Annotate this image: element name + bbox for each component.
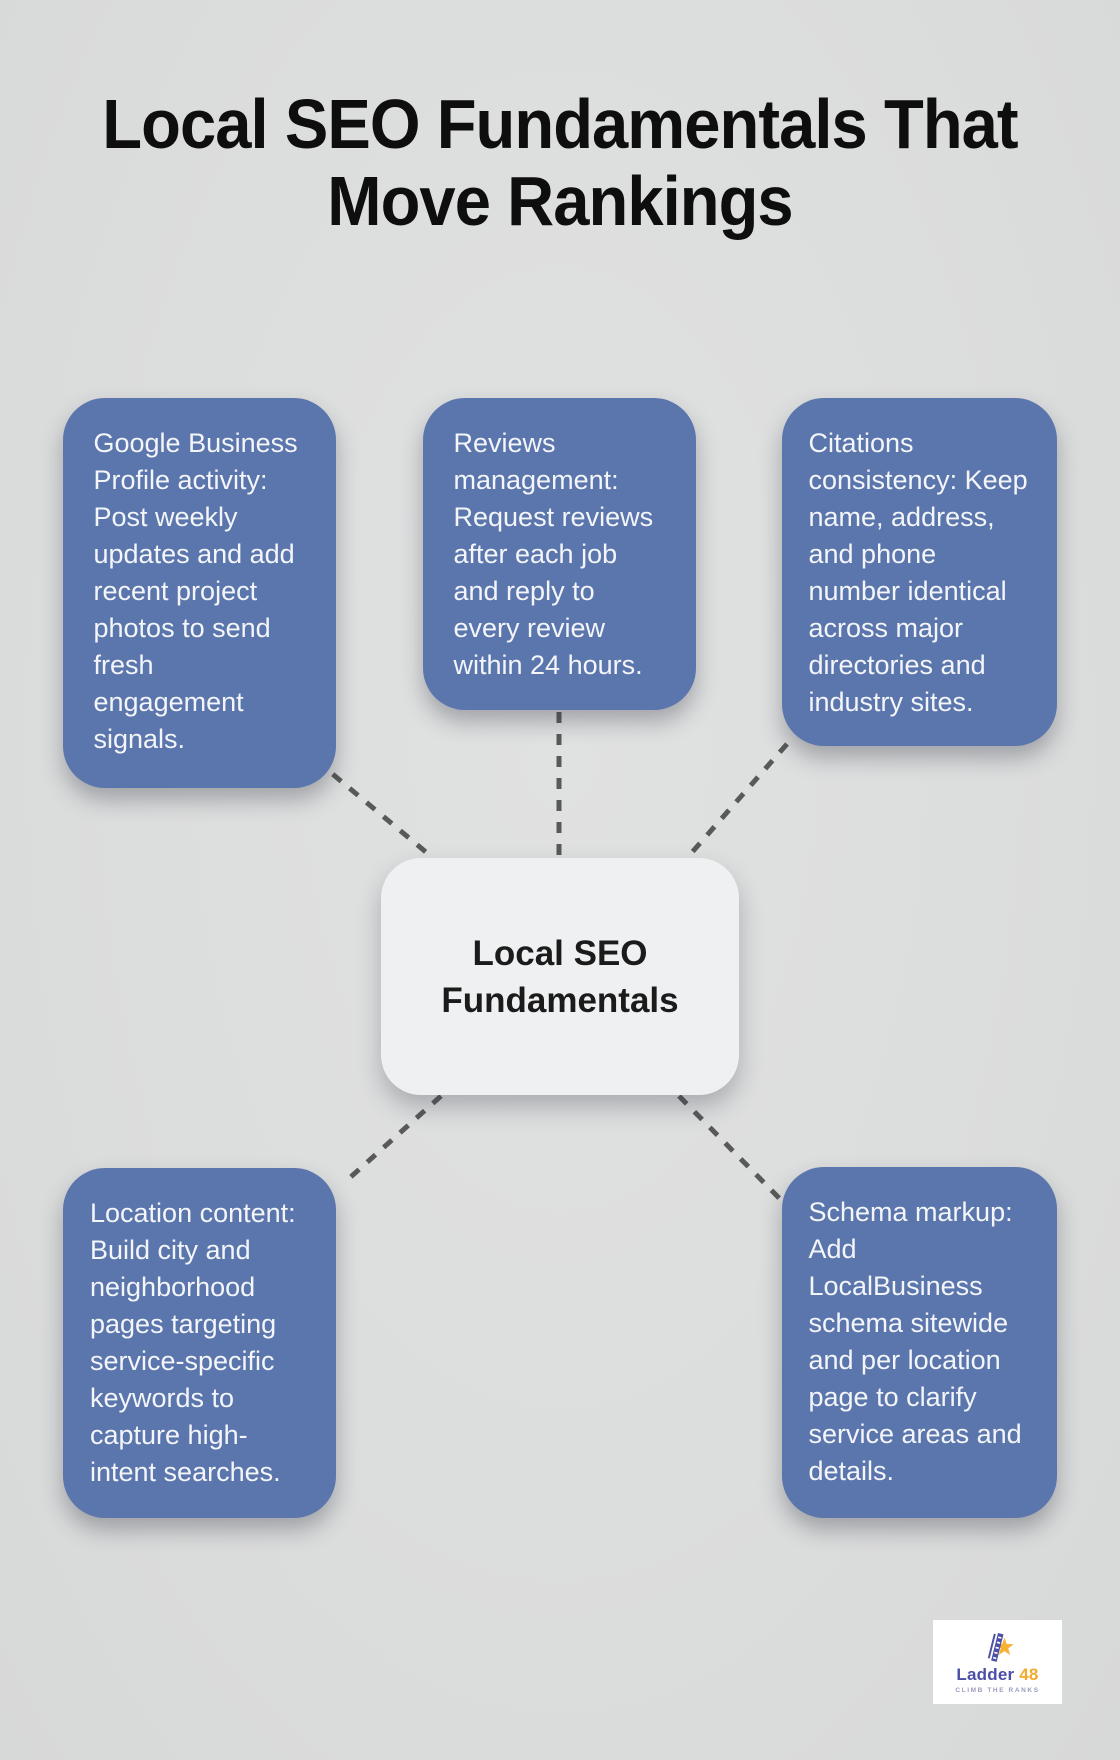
- logo-wordmark: Ladder 48: [956, 1666, 1038, 1683]
- node-reviews-management: Reviews management: Request reviews afte…: [423, 398, 696, 710]
- node-text: Location content: Build city and neighbo…: [90, 1198, 296, 1487]
- page-title: Local SEO Fundamentals That Move Ranking…: [102, 85, 1018, 240]
- node-schema-markup: Schema markup: Add LocalBusiness schema …: [782, 1167, 1057, 1518]
- node-citations-consistency: Citations consistency: Keep name, addres…: [782, 398, 1057, 746]
- logo-number-text: 48: [1019, 1664, 1039, 1684]
- node-text: Schema markup: Add LocalBusiness schema …: [808, 1197, 1022, 1486]
- node-text: Reviews management: Request reviews afte…: [453, 428, 654, 680]
- brand-logo-card: Ladder 48 CLIMB THE RANKS: [933, 1620, 1062, 1704]
- node-text: Citations consistency: Keep name, addres…: [808, 428, 1028, 717]
- node-text: Google Business Profile activity: Post w…: [93, 428, 298, 754]
- node-google-business-profile: Google Business Profile activity: Post w…: [63, 398, 336, 788]
- logo-brand-text: Ladder: [956, 1664, 1015, 1684]
- connector-bottom-left: [342, 1094, 443, 1185]
- center-node-local-seo-fundamentals: Local SEO Fundamentals: [381, 858, 739, 1095]
- logo-tagline: CLIMB THE RANKS: [955, 1686, 1040, 1694]
- node-location-content: Location content: Build city and neighbo…: [63, 1168, 336, 1518]
- connector-top-right: [685, 742, 789, 860]
- connector-bottom-right: [677, 1094, 784, 1203]
- center-node-label: Local SEO Fundamentals: [441, 933, 679, 1020]
- ladder-star-icon: [987, 1632, 1014, 1662]
